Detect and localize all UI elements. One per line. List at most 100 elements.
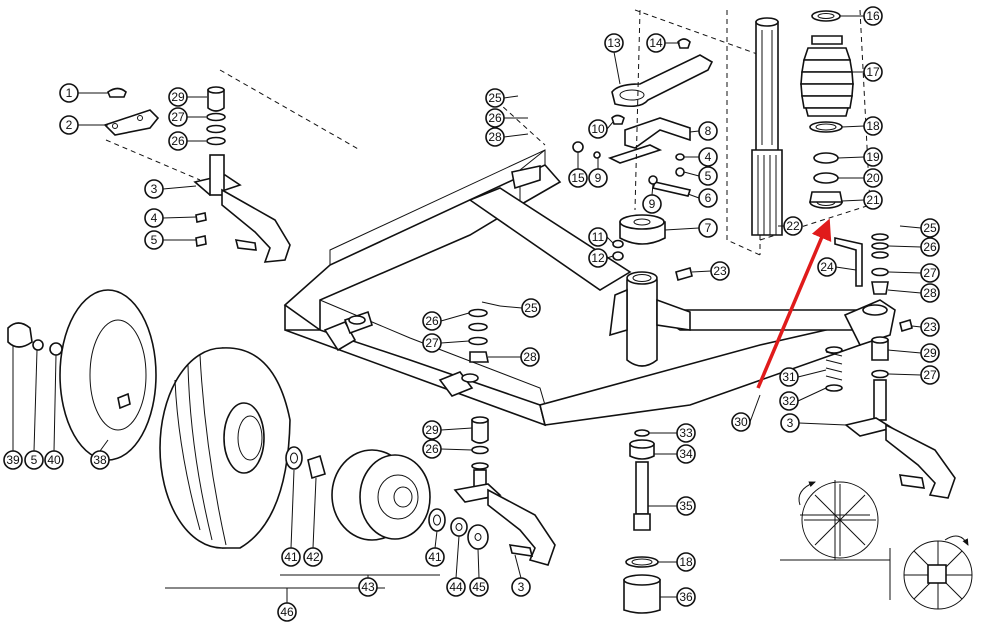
leader-line — [689, 130, 700, 133]
leader-line — [440, 340, 470, 344]
svg-text:20: 20 — [866, 171, 880, 185]
leader-lines — [12, 15, 922, 603]
callout-39: 39 — [3, 450, 23, 470]
leader-line — [797, 387, 827, 402]
svg-text:16: 16 — [866, 9, 880, 23]
callout-20: 20 — [863, 168, 883, 188]
svg-text:17: 17 — [866, 65, 880, 79]
svg-text:28: 28 — [488, 130, 502, 144]
leader-line — [290, 469, 295, 549]
callout-27: 27 — [920, 365, 940, 385]
callout-36: 36 — [676, 587, 696, 607]
svg-text:32: 32 — [782, 394, 796, 408]
callout-13: 13 — [604, 33, 624, 53]
leader-line — [797, 369, 827, 378]
callout-16: 16 — [863, 6, 883, 26]
svg-text:9: 9 — [595, 171, 602, 185]
callout-5: 5 — [24, 450, 44, 470]
svg-text:26: 26 — [425, 314, 439, 328]
leader-line — [53, 354, 57, 452]
leader-line — [440, 427, 473, 431]
callout-6: 6 — [698, 188, 718, 208]
leader-line — [887, 289, 922, 294]
leader-line — [887, 271, 922, 274]
leader-line — [837, 156, 865, 159]
leader-line — [835, 266, 857, 271]
highlight-arrow — [756, 218, 832, 389]
callout-35: 35 — [676, 496, 696, 516]
svg-text:6: 6 — [705, 191, 712, 205]
callout-38: 38 — [90, 450, 110, 470]
leader-line — [499, 305, 523, 309]
leader-line — [899, 225, 922, 229]
callout-26: 26 — [168, 131, 188, 151]
svg-text:39: 39 — [6, 453, 20, 467]
callout-26: 26 — [485, 108, 505, 128]
leader-line — [455, 535, 460, 579]
svg-text:18: 18 — [679, 555, 693, 569]
svg-text:19: 19 — [866, 150, 880, 164]
leader-line — [651, 183, 654, 196]
svg-text:31: 31 — [782, 370, 796, 384]
leader-line — [503, 133, 529, 138]
callout-2: 2 — [59, 115, 79, 135]
svg-text:40: 40 — [47, 453, 61, 467]
callout-26: 26 — [920, 237, 940, 257]
svg-text:23: 23 — [713, 264, 727, 278]
svg-text:5: 5 — [705, 169, 712, 183]
leader-line — [841, 125, 865, 128]
leader-line — [887, 245, 922, 248]
svg-text:4: 4 — [151, 211, 158, 225]
svg-text:27: 27 — [425, 336, 439, 350]
svg-text:18: 18 — [866, 119, 880, 133]
leader-line — [606, 236, 614, 244]
leader-line — [841, 199, 865, 202]
main-frame — [283, 149, 896, 427]
svg-text:41: 41 — [428, 550, 442, 564]
svg-text:3: 3 — [151, 182, 158, 196]
svg-text:26: 26 — [488, 111, 502, 125]
svg-text:25: 25 — [524, 301, 538, 315]
leader-line — [606, 121, 614, 130]
svg-text:34: 34 — [679, 447, 693, 461]
svg-text:44: 44 — [449, 580, 463, 594]
callout-25: 25 — [521, 298, 541, 318]
callout-12: 12 — [588, 248, 608, 268]
svg-text:8: 8 — [705, 124, 712, 138]
callout-15: 15 — [568, 168, 588, 188]
svg-text:28: 28 — [923, 286, 937, 300]
callout-18: 18 — [676, 552, 696, 572]
leader-line — [613, 51, 621, 85]
callout-23: 23 — [710, 261, 730, 281]
leader-line — [440, 312, 470, 322]
callout-28: 28 — [520, 347, 540, 367]
svg-text:5: 5 — [31, 453, 38, 467]
callout-3: 3 — [511, 577, 531, 597]
callout-30: 30 — [731, 412, 751, 432]
callout-25: 25 — [485, 88, 505, 108]
callout-26: 26 — [422, 311, 442, 331]
leader-line — [683, 171, 700, 177]
leader-line — [99, 439, 109, 452]
callout-41: 41 — [425, 547, 445, 567]
svg-text:30: 30 — [734, 415, 748, 429]
svg-text:27: 27 — [923, 266, 937, 280]
callout-41: 41 — [281, 547, 301, 567]
svg-text:4: 4 — [705, 150, 712, 164]
svg-text:7: 7 — [705, 221, 712, 235]
leader-line — [606, 255, 614, 259]
svg-text:14: 14 — [649, 36, 663, 50]
callout-40: 40 — [44, 450, 64, 470]
leader-line — [162, 185, 197, 190]
leader-line — [33, 349, 38, 452]
part-callouts: 1 2 3 4 5 29 27 26 25 26 28 13 14 10 8 4… — [3, 6, 940, 622]
svg-text:35: 35 — [679, 499, 693, 513]
callout-43: 43 — [358, 577, 378, 597]
svg-text:13: 13 — [607, 36, 621, 50]
svg-text:1: 1 — [66, 86, 73, 100]
svg-text:28: 28 — [523, 350, 537, 364]
wheel-assembly — [7, 289, 489, 589]
leader-line — [749, 394, 761, 423]
leader-line — [503, 95, 519, 99]
callout-28: 28 — [485, 127, 505, 147]
